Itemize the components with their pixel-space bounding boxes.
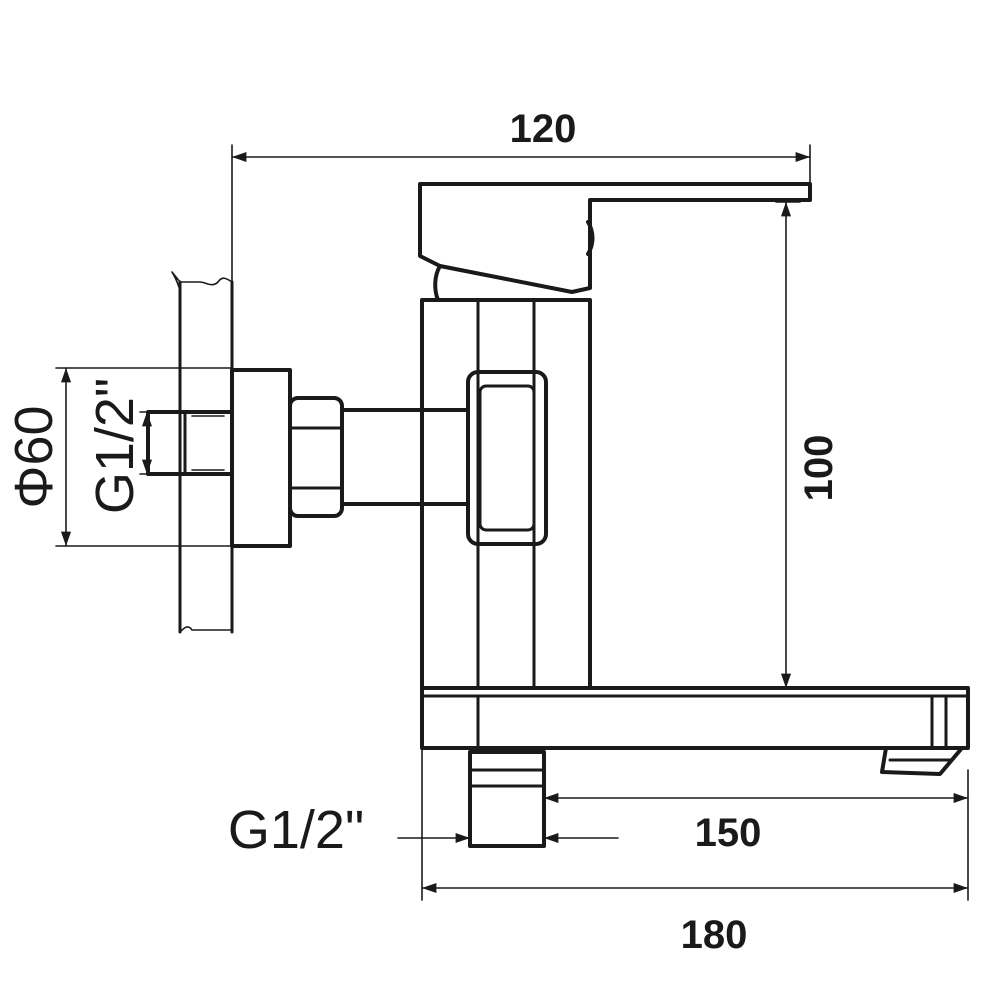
wall-thread-label: G1/2" xyxy=(85,378,145,514)
dimension-outlet-length: 150 xyxy=(695,811,762,855)
flange-diameter-label: Φ60 xyxy=(4,405,64,508)
wall-connector xyxy=(146,368,292,548)
faucet-body xyxy=(420,298,592,690)
lever-handle xyxy=(418,182,812,302)
hex-nut xyxy=(288,396,344,518)
wall-section xyxy=(171,271,234,634)
dimension-lines xyxy=(55,144,969,901)
dimension-overall-length: 180 xyxy=(681,913,748,957)
bottom-thread-label: G1/2" xyxy=(228,800,364,860)
dimension-width-top: 120 xyxy=(510,107,577,151)
connecting-pipe xyxy=(340,408,470,506)
dimension-height: 100 xyxy=(797,435,841,502)
bottom-inlet xyxy=(468,750,546,848)
spout xyxy=(420,686,970,776)
